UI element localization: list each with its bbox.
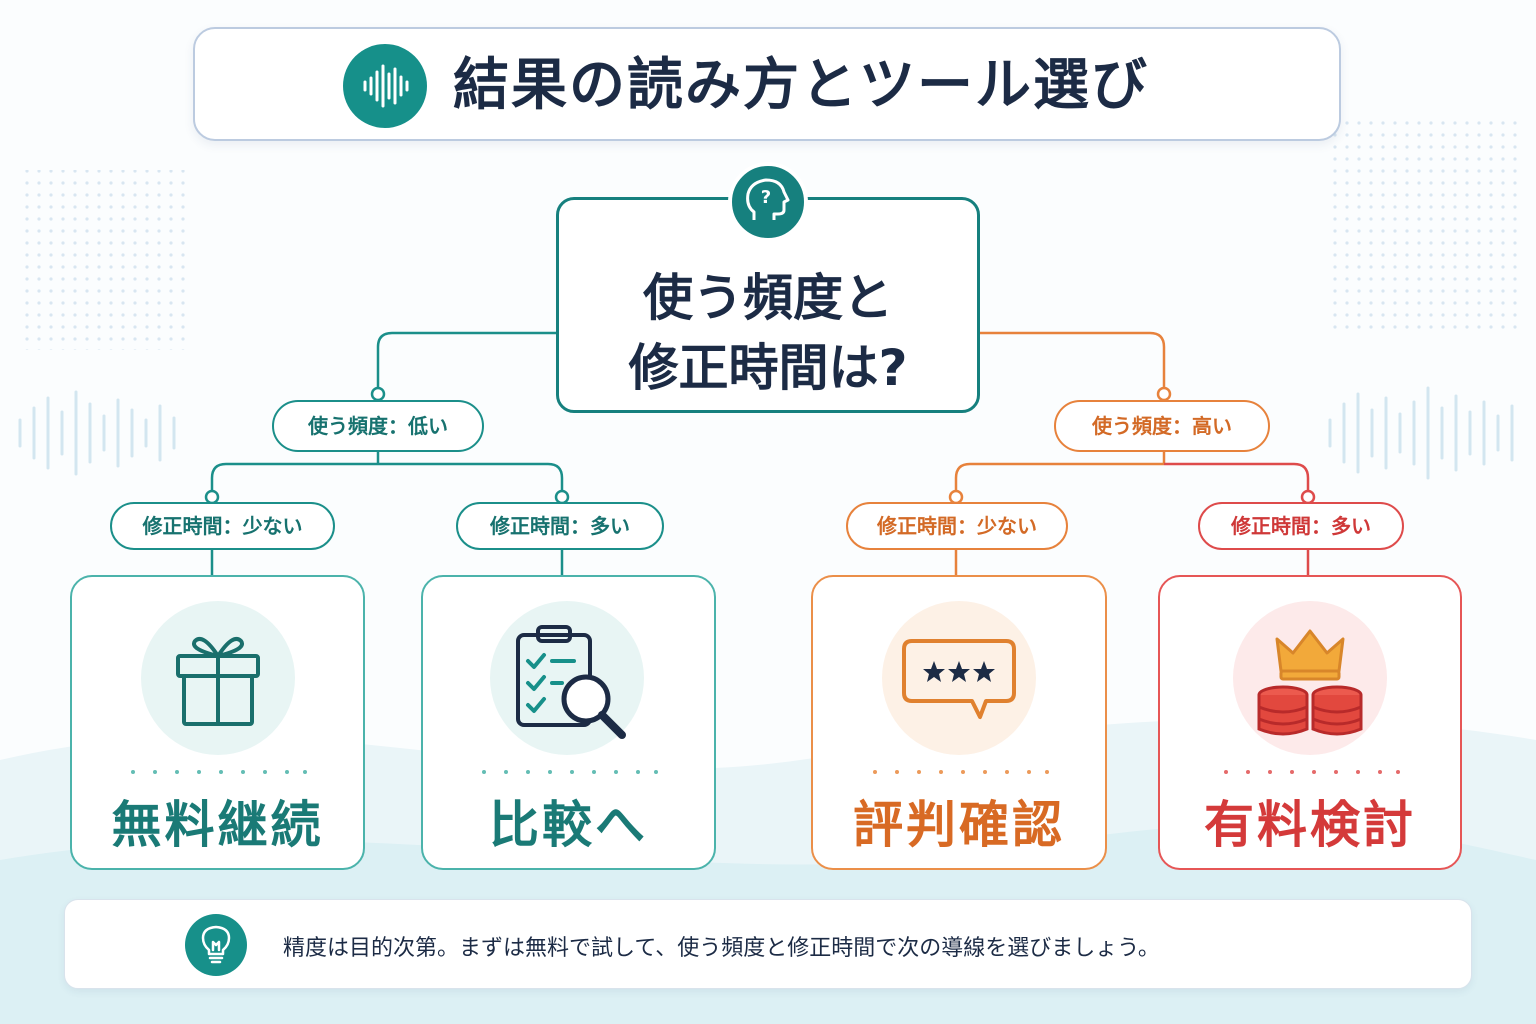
dot-divider [131,770,307,774]
result-icon-circle [882,601,1036,755]
condition-low-edit-time: 修正時間：少ない [110,502,335,550]
audio-waveform-icon [343,44,427,128]
result-icon-circle [490,601,644,755]
question-line-2: 修正時間は? [628,339,908,397]
result-card-free-continue: 無料継続 [70,575,365,870]
result-label: 有料検討 [1204,796,1416,854]
clipboard-search-icon [516,625,626,739]
question-line-1: 使う頻度と [643,269,893,327]
crown-coins-icon [1257,629,1363,736]
result-icon-circle [141,601,295,755]
result-card-check-reviews: 評判確認 [811,575,1107,870]
result-label: 比較へ [489,796,648,854]
svg-text:?: ? [761,187,771,208]
result-label: 無料継続 [111,796,324,854]
condition-low-edit-time: 修正時間：少ない [846,502,1068,550]
review-stars-icon [902,639,1016,719]
gift-icon [176,636,260,726]
title-banner: 結果の読み方とツール選び [193,27,1341,141]
branch-high-frequency: 使う頻度：高い [1054,400,1270,452]
branch-low-frequency: 使う頻度：低い [272,400,484,452]
result-card-compare: 比較へ [421,575,716,870]
condition-high-edit-time: 修正時間：多い [1198,502,1404,550]
lightbulb-icon [185,914,247,976]
dot-divider [873,770,1049,774]
page-title: 結果の読み方とツール選び [453,53,1149,118]
result-label: 評判確認 [853,796,1065,854]
head-question-icon: ? [718,162,818,242]
result-card-consider-paid: 有料検討 [1158,575,1462,870]
tip-footer: 精度は目的次第。まずは無料で試して、使う頻度と修正時間で次の導線を選びましょう。 [64,899,1472,989]
condition-high-edit-time: 修正時間：多い [456,502,664,550]
dot-divider [482,770,658,774]
dot-divider [1224,770,1400,774]
tip-text: 精度は目的次第。まずは無料で試して、使う頻度と修正時間で次の導線を選びましょう。 [283,936,1160,961]
result-icon-circle [1233,601,1387,755]
